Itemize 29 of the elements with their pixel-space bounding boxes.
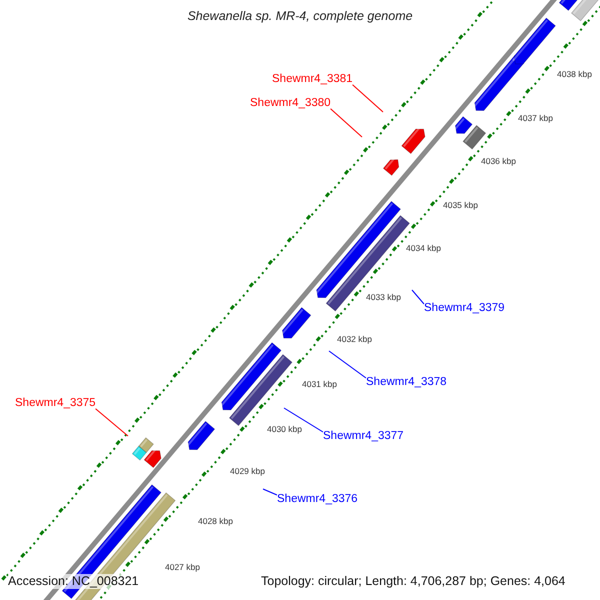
leader-line bbox=[352, 84, 384, 112]
scale-label: 4035 kbp bbox=[443, 200, 478, 210]
leader-line bbox=[262, 488, 278, 496]
info-text: Topology: circular; Length: 4,706,287 bp; Genes: 4,064 bbox=[261, 574, 566, 589]
scale-label: 4033 kbp bbox=[366, 292, 401, 302]
scale-label: 4036 kbp bbox=[481, 156, 516, 166]
leader-line bbox=[328, 350, 366, 378]
scale-label: 4027 kbp bbox=[165, 562, 200, 572]
gene-label: Shewmr4_3379 bbox=[424, 302, 505, 316]
leader-line bbox=[330, 108, 362, 138]
gene-label: Shewmr4_3377 bbox=[323, 430, 404, 444]
gene-label: Shewmr4_3375 bbox=[15, 397, 96, 411]
leader-line bbox=[412, 290, 424, 304]
leader-line bbox=[95, 408, 128, 436]
gene-label: Shewmr4_3381 bbox=[272, 73, 353, 87]
gene-label: Shewmr4_3376 bbox=[277, 493, 358, 507]
scale-label: 4030 kbp bbox=[267, 424, 302, 434]
scale-label: 4037 kbp bbox=[518, 113, 553, 124]
scale-label: 4032 kbp bbox=[337, 334, 372, 344]
scale-label: 4029 kbp bbox=[230, 466, 265, 476]
scale-label: 4038 kbp bbox=[557, 69, 592, 80]
gene-label: Shewmr4_3380 bbox=[250, 97, 331, 111]
map-title: Shewanella sp. MR-4, complete genome bbox=[186, 9, 414, 24]
scale-label: 4031 kbp bbox=[302, 379, 337, 390]
gene-label: Shewmr4_3378 bbox=[366, 376, 447, 390]
leader-line bbox=[284, 408, 324, 432]
info-text: Accession: NC_008321 bbox=[8, 574, 139, 589]
scale-label: 4028 kbp bbox=[198, 516, 233, 526]
scale-label: 4034 kbp bbox=[406, 243, 441, 254]
